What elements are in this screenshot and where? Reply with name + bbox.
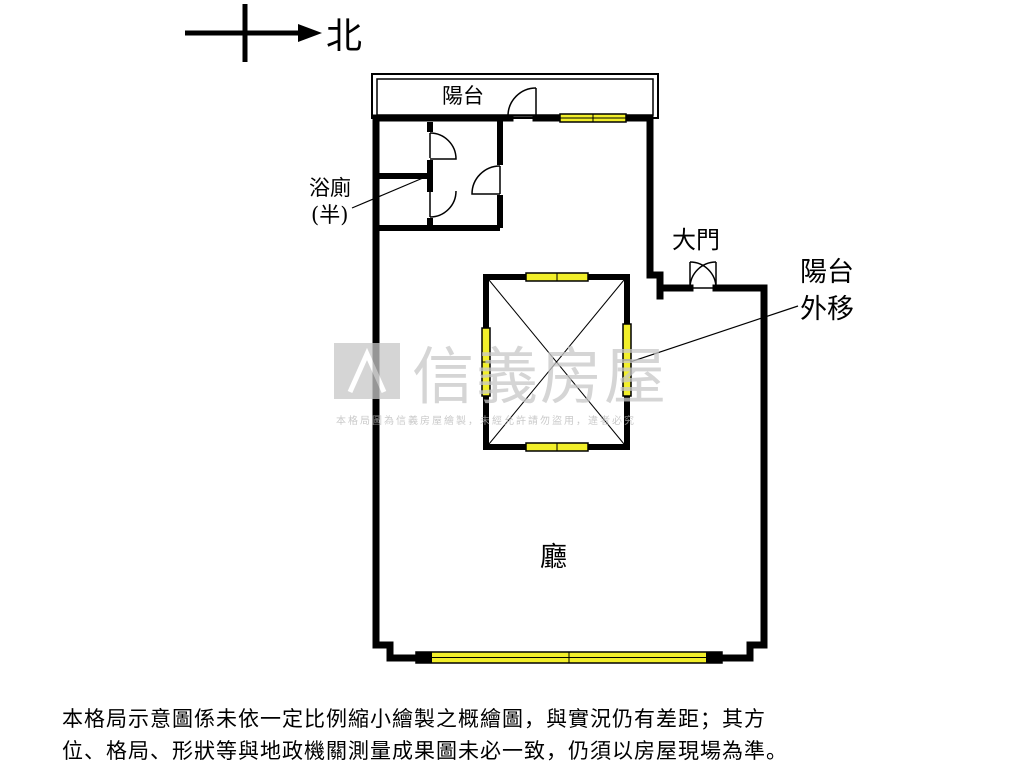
balcony-top bbox=[371, 73, 659, 119]
disclaimer-line-1: 本格局示意圖係未依一定比例縮小繪製之概繪圖，與實況仍有差距；其方 bbox=[62, 707, 766, 731]
watermark-brand: 信義房屋 bbox=[412, 340, 668, 413]
balcony-door bbox=[507, 87, 537, 118]
disclaimer: 本格局示意圖係未依一定比例縮小繪製之概繪圖，與實況仍有差距；其方 位、格局、形狀… bbox=[62, 703, 982, 767]
balcony-moved-pointer bbox=[629, 305, 799, 363]
bathroom-doors bbox=[429, 132, 501, 218]
balcony-top-label: 陽台 bbox=[442, 84, 484, 108]
watermark-notice: 本格局圖為信義房屋繪製，未經允許請勿盜用，違者必究 bbox=[336, 414, 636, 427]
main-door-label: 大門 bbox=[672, 226, 720, 254]
window-bottom bbox=[415, 651, 723, 664]
balcony-moved-box bbox=[481, 272, 632, 452]
disclaimer-line-2: 位、格局、形狀等與地政機關測量成果圖未必一致，仍須以房屋現場為準。 bbox=[62, 739, 788, 763]
bathroom-label-1: 浴廁 bbox=[309, 176, 351, 200]
bathroom-pointer bbox=[351, 174, 431, 209]
watermark: 信義房屋 本格局圖為信義房屋繪製，未經允許請勿盜用，違者必究 bbox=[334, 340, 668, 427]
balcony-moved-label-2: 外移 bbox=[800, 294, 854, 325]
north-arrow bbox=[185, 4, 322, 62]
window-top bbox=[559, 113, 627, 123]
living-room-label: 廳 bbox=[540, 542, 567, 573]
bathroom-label-2: (半) bbox=[311, 203, 348, 227]
main-door bbox=[689, 261, 717, 289]
north-label: 北 bbox=[326, 16, 362, 57]
bathroom bbox=[376, 118, 503, 231]
balcony-moved-label-1: 陽台 bbox=[800, 257, 854, 288]
